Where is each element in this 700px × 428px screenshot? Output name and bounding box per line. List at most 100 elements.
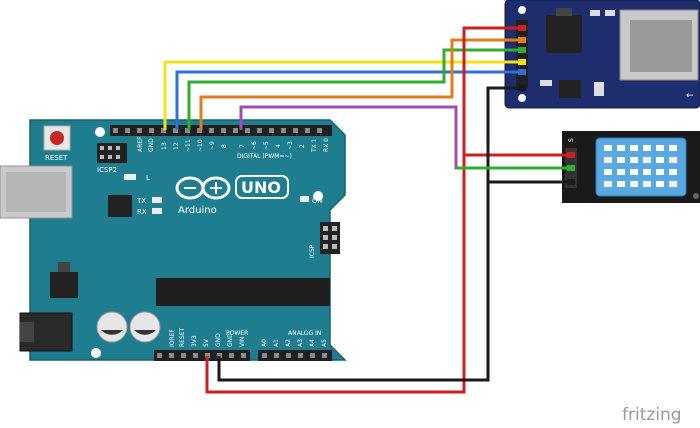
- reset-pin-label: RESET: [179, 327, 186, 347]
- pin-13-label: 13: [161, 142, 168, 150]
- header-pin: [286, 353, 291, 358]
- header-pin: [149, 128, 154, 133]
- header-pin: [298, 353, 303, 358]
- mounting-hole: [518, 94, 526, 102]
- dht-vent-slot: [643, 181, 651, 187]
- header-pin: [137, 128, 142, 133]
- yellow-wire: [163, 60, 522, 130]
- digital-header: [110, 125, 332, 136]
- header-pin: [197, 128, 202, 133]
- 5v-label: 5V: [203, 338, 210, 347]
- dht-vent-slot: [643, 169, 651, 175]
- dht-vent-slot: [617, 181, 625, 187]
- wire-end: [518, 69, 526, 75]
- arduino-infinity-logo-icon: [175, 176, 231, 200]
- a3-label: A3: [297, 339, 304, 347]
- capacitor: [96, 311, 128, 343]
- dht-vent-slot: [604, 157, 612, 163]
- blue-wire: [175, 70, 522, 130]
- dht-vent-slot: [630, 169, 638, 175]
- tx1-label: TX 1: [311, 138, 318, 153]
- pin-9-label: ~9: [209, 141, 216, 150]
- capacitor: [129, 311, 161, 343]
- l-led: [124, 174, 136, 180]
- header-pin: [305, 128, 310, 133]
- header-pin: [245, 128, 250, 133]
- mounting-hole: [313, 191, 323, 201]
- header-pin: [257, 128, 262, 133]
- red-wire: [205, 26, 522, 394]
- dht-vent-slot: [643, 157, 651, 163]
- header-pin: [161, 128, 166, 133]
- header-pin: [181, 353, 186, 358]
- dht-vent-slot: [669, 181, 677, 187]
- header-pin: [262, 353, 267, 358]
- pin-3-label: ~3: [287, 141, 294, 150]
- mounting-hole: [518, 6, 526, 14]
- icsp-label: ICSP: [309, 244, 316, 258]
- atmega-chip: [156, 278, 330, 306]
- header-pin: [269, 128, 274, 133]
- wire-end: [518, 59, 526, 65]
- wire-end: [518, 47, 526, 53]
- dht-vent-slot: [643, 145, 651, 151]
- header-pin: [281, 128, 286, 133]
- dht-vent-slot: [617, 145, 625, 151]
- arduino-brand-label: Arduino: [178, 205, 217, 216]
- power-label: POWER: [226, 330, 248, 337]
- usb-chip: [108, 195, 132, 217]
- sd-wire-ends: [518, 25, 575, 185]
- wire-end: [518, 85, 526, 91]
- header-pin: [310, 353, 315, 358]
- analog-label: ANALOG IN: [288, 330, 321, 337]
- gnd1-label: GND: [215, 333, 222, 347]
- wire-end: [567, 165, 575, 171]
- wire-end: [518, 37, 526, 43]
- on-led-label: ON: [312, 197, 323, 205]
- pin-4-label: 4: [275, 144, 282, 148]
- vin-label: VIN: [239, 337, 246, 347]
- pin-10-label: ~10: [197, 139, 204, 152]
- a4-label: A4: [309, 339, 316, 347]
- uno-badge: [235, 175, 289, 199]
- reset-button-cap[interactable]: [50, 131, 64, 145]
- mounting-hole: [333, 335, 343, 345]
- dht-vent-slot: [656, 157, 664, 163]
- dht-vent-slot: [617, 169, 625, 175]
- dht-vent-slot: [669, 169, 677, 175]
- voltage-regulator-tab: [58, 262, 70, 272]
- a2-label: A2: [285, 339, 292, 347]
- aref-label: AREF: [137, 136, 144, 152]
- dht-vent-slot: [617, 157, 625, 163]
- dht-vent-slot: [656, 145, 664, 151]
- header-pin: [193, 353, 198, 358]
- dht-vent-slot: [630, 145, 638, 151]
- l-led-label: L: [146, 174, 150, 182]
- sd-regulator-chip: [546, 15, 582, 53]
- header-pin: [185, 128, 190, 133]
- header-pin: [113, 128, 118, 133]
- dht-vent-slot: [669, 145, 677, 151]
- sd-level-shifter-chip: [559, 80, 581, 98]
- header-pin: [229, 353, 234, 358]
- pin-8-label: 8: [221, 144, 228, 148]
- wire-end: [567, 152, 575, 158]
- dht-vent-slot: [630, 181, 638, 187]
- header-pin: [217, 353, 222, 358]
- pin-12-label: 12: [173, 142, 180, 150]
- digital-label: DIGITAL (PWM=~): [237, 153, 292, 160]
- a0-label: A0: [261, 339, 268, 347]
- analog-header: [258, 350, 332, 361]
- reset-label: RESET: [45, 154, 68, 162]
- dc-power-jack-detail: [20, 322, 34, 342]
- pin-11-label: ~11: [185, 139, 192, 152]
- dht-vent-slot: [604, 181, 612, 187]
- pin-6-label: ~6: [251, 141, 258, 150]
- header-pin: [205, 353, 210, 358]
- dht-vent-slot: [656, 169, 664, 175]
- dht-vent-slot: [669, 157, 677, 163]
- on-led: [300, 196, 309, 202]
- icsp2-header: [97, 143, 127, 163]
